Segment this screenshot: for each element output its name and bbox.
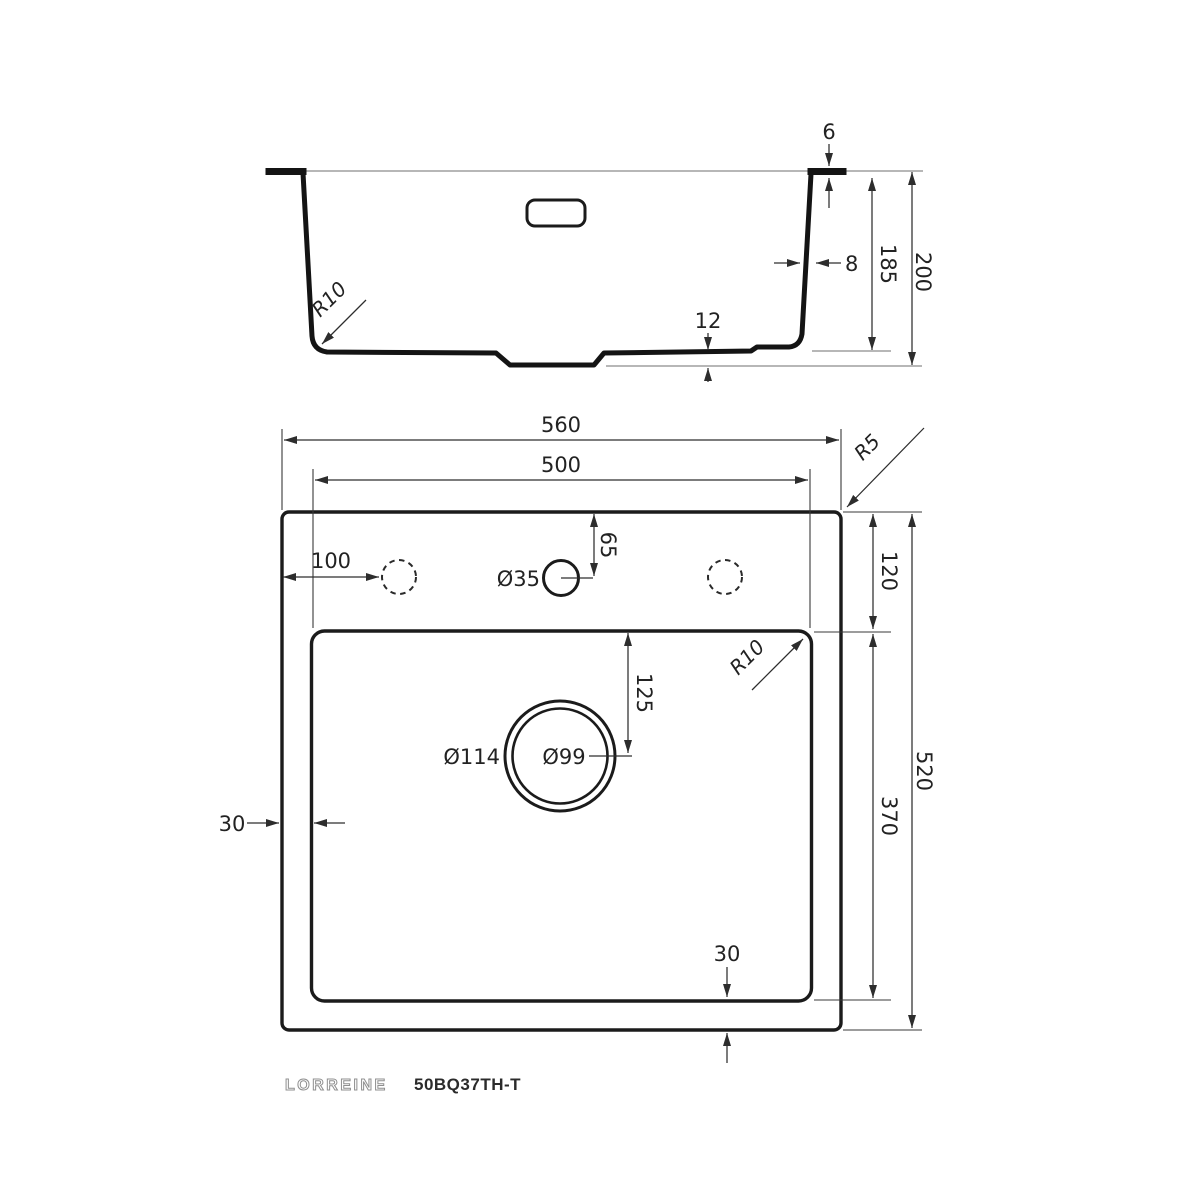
dim-top-rim-depth: 120 <box>814 511 922 633</box>
dim-overall-length-label: 520 <box>912 751 936 791</box>
plan-view: 560 500 R5 100 65 Ø35 1 <box>219 413 936 1063</box>
bowl-section-profile <box>300 170 814 368</box>
dim-bowl-length: 370 <box>814 634 901 1001</box>
dim-bottom-rim-width: 30 <box>714 942 741 1063</box>
bowl-outline <box>309 629 814 1003</box>
radius-callout-section: R10 <box>307 277 367 345</box>
dim-bowl-length-label: 370 <box>877 796 901 836</box>
dim-bowl-depth: 185 <box>868 178 900 350</box>
dim-overall-width-label: 560 <box>541 413 581 437</box>
dim-drain-recess-depth-label: 12 <box>695 309 722 333</box>
dim-left-rim-width: 30 <box>219 812 345 836</box>
dim-left-rim-width-label: 30 <box>219 812 246 836</box>
dim-drain-from-bowl-top-label: 125 <box>632 673 656 713</box>
dim-overall-length: 520 <box>843 514 936 1031</box>
dim-overall-depth-label: 200 <box>911 252 935 292</box>
dim-drain-from-bowl-top: 125 <box>624 633 656 753</box>
tap-hole-right-dashed <box>707 559 743 595</box>
overflow-hole <box>525 198 587 228</box>
dim-rim-thickness: 6 <box>822 120 836 208</box>
leader-line <box>846 427 925 508</box>
dim-bottom-rim-width-label: 30 <box>714 942 741 966</box>
radius-callout-bowl-corner: R10 <box>725 635 804 691</box>
dim-bowl-width-label: 500 <box>541 453 581 477</box>
drain-outer-diameter-label: Ø114 <box>443 745 500 769</box>
dim-bowl-width: 500 <box>312 453 811 628</box>
section-view: 6 8 185 200 12 R10 <box>265 120 935 382</box>
leader-line <box>751 638 804 691</box>
dim-tap-hole-from-top-label: 65 <box>596 532 620 559</box>
radius-callout-section-label: R10 <box>307 277 352 322</box>
model-number: 50BQ37TH-T <box>414 1075 521 1094</box>
dim-wall-thickness-label: 8 <box>845 252 858 276</box>
tap-hole-left-dashed <box>381 559 417 595</box>
dim-overall-width: 560 <box>281 413 842 510</box>
radius-callout-bowl-corner-label: R10 <box>725 635 770 680</box>
dim-tap-hole-offset: 100 <box>283 549 379 581</box>
dim-tap-hole-from-top: 65 <box>590 514 620 576</box>
dim-rim-thickness-label: 6 <box>822 120 835 144</box>
dim-tap-hole-offset-label: 100 <box>311 549 351 573</box>
drain-inner-diameter-label: Ø99 <box>542 745 585 769</box>
leader-line <box>321 299 367 345</box>
radius-callout-outer-corner: R5 <box>846 427 925 508</box>
dim-bowl-depth-label: 185 <box>876 244 900 284</box>
tap-hole-diameter-label: Ø35 <box>497 567 540 591</box>
outer-rim-outline <box>280 510 843 1032</box>
dim-wall-thickness: 8 <box>774 252 858 276</box>
dim-drain-recess-depth: 12 <box>695 309 722 382</box>
brand-logo: LORREINE <box>285 1077 388 1094</box>
dim-overall-depth: 200 <box>908 172 935 365</box>
radius-callout-outer-corner-label: R5 <box>849 429 885 465</box>
dim-top-rim-depth-label: 120 <box>877 551 901 591</box>
footer-logo: LORREINE 50BQ37TH-T <box>285 1075 521 1095</box>
